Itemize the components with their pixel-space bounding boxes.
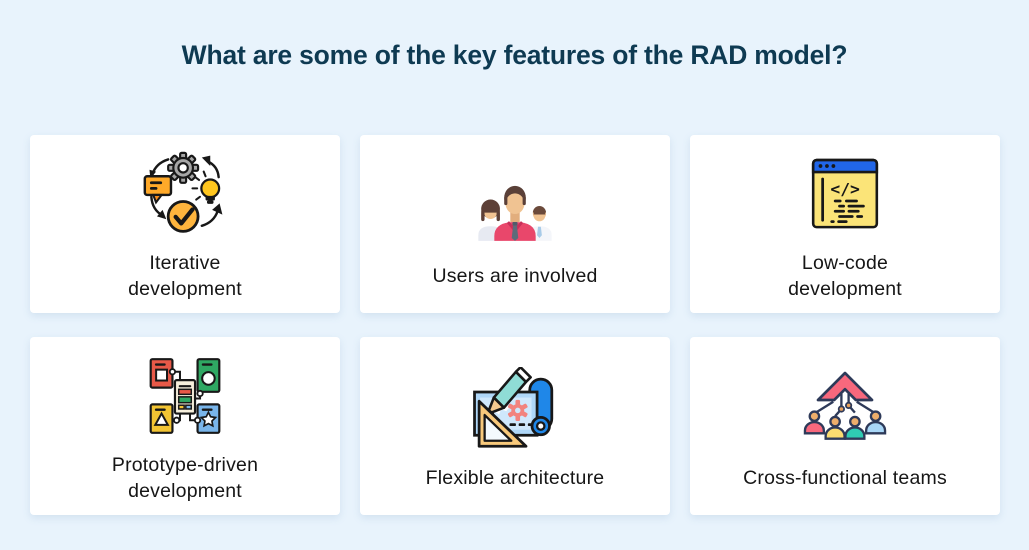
user-group-icon-svg (478, 185, 552, 241)
iteration-cycle-icon (40, 146, 330, 242)
blueprint-tools-icon (370, 361, 660, 457)
card-label: Iterative development (128, 250, 242, 302)
card-iterative-development: Iterative development (30, 135, 340, 313)
card-label-line: Flexible architecture (425, 467, 605, 489)
code-window-icon: </> (700, 146, 990, 242)
user-group-icon (370, 159, 660, 255)
card-label-line: development (128, 278, 242, 300)
blueprint-tools-icon-svg (473, 366, 554, 448)
prototype-flowchart-icon-svg (149, 358, 221, 434)
page-title: What are some of the key features of the… (181, 40, 848, 70)
feature-grid: Iterative development (30, 135, 1000, 515)
card-label-line: Cross-functional teams (743, 467, 947, 489)
prototype-flowchart-icon (40, 348, 330, 444)
card-label: Low-code development (788, 250, 902, 302)
card-label-line: development (788, 278, 902, 300)
card-flexible-architecture: Flexible architecture (360, 337, 670, 515)
card-label: Flexible architecture (426, 465, 605, 491)
team-merge-arrow-icon-svg (803, 371, 887, 440)
team-merge-arrow-icon (700, 361, 990, 457)
card-cross-functional-teams: Cross-functional teams (690, 337, 1000, 515)
card-low-code-development: </> Low-code development (690, 135, 1000, 313)
iteration-cycle-icon-svg (143, 151, 223, 233)
card-label-line: Prototype-driven (111, 454, 259, 476)
svg-text:</>: </> (830, 179, 860, 198)
card-label-line: Users are involved (432, 265, 598, 287)
card-label: Cross-functional teams (743, 465, 947, 491)
card-label-line: Low-code (801, 252, 889, 274)
card-label-line: development (128, 480, 242, 502)
card-label: Users are involved (432, 263, 597, 289)
card-label: Prototype-driven development (112, 452, 258, 504)
card-label-line: Iterative (149, 252, 221, 274)
code-window-icon-svg: </> (811, 158, 879, 229)
card-users-are-involved: Users are involved (360, 135, 670, 313)
card-prototype-driven-development: Prototype-driven development (30, 337, 340, 515)
